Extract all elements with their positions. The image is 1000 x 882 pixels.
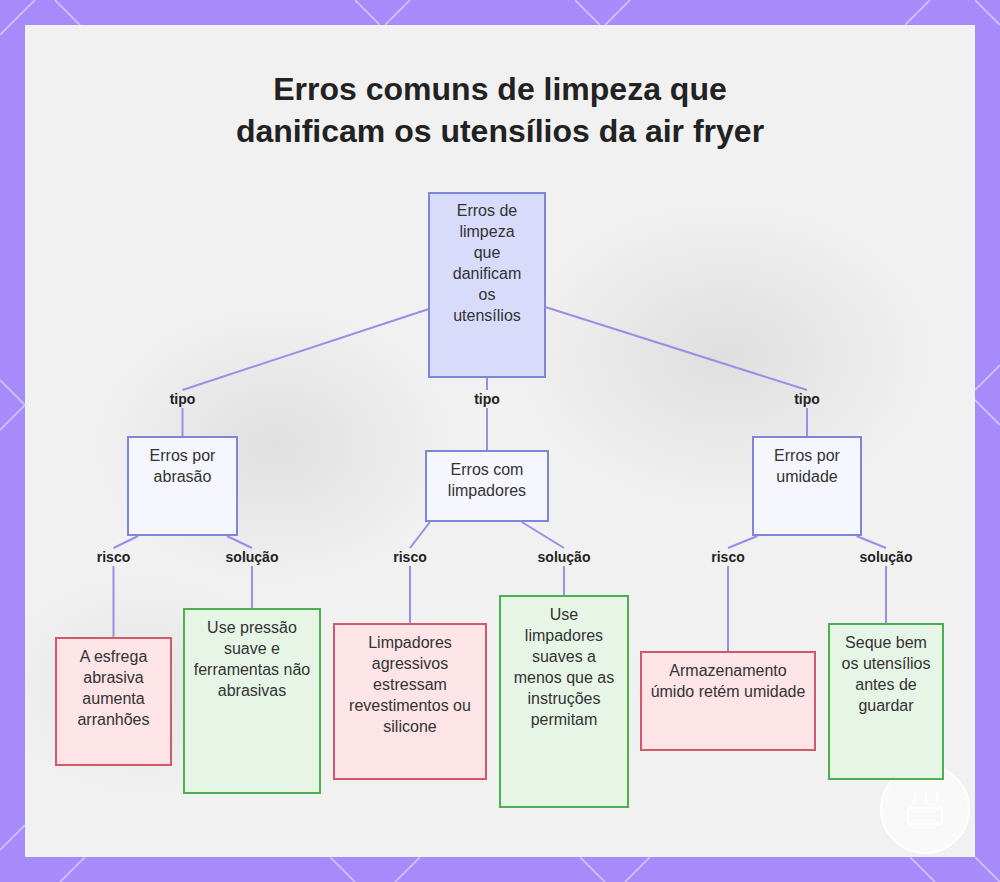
edge-label: tipo (794, 391, 820, 407)
connector-segment (728, 536, 758, 548)
edge-label: risco (97, 549, 130, 565)
connector-segment (409, 566, 411, 623)
connector-segment (857, 536, 887, 548)
risk-box: A esfrega abrasiva aumenta arranhões (55, 637, 172, 766)
category-box: Erros com limpadores (425, 450, 549, 522)
diagram-title: Erros comuns de limpeza que danificam os… (150, 68, 850, 152)
connector-segment (183, 309, 429, 390)
edge-label: tipo (170, 391, 196, 407)
edge-label: risco (393, 549, 426, 565)
connector-segment (182, 408, 184, 436)
connector-segment (727, 566, 729, 651)
node-text: Erros com limpadores (437, 459, 537, 501)
connector-segment (546, 307, 807, 390)
edge-label: risco (711, 549, 744, 565)
node-text: Seque bem os utensílios antes de guardar (838, 632, 934, 716)
connector-segment (251, 566, 253, 608)
connector-segment (885, 566, 887, 623)
connector (183, 309, 429, 436)
node-text: Erros por umidade (764, 445, 850, 487)
category-box: Erros por abrasão (127, 436, 238, 536)
connector-segment (114, 536, 139, 548)
connector-segment (563, 566, 565, 595)
connector-segment (486, 378, 488, 390)
category-box: Erros por umidade (752, 436, 862, 536)
connector (546, 307, 807, 436)
edge-label: tipo (474, 391, 500, 407)
connector-segment (806, 408, 808, 436)
connector-segment (113, 566, 115, 637)
connector (487, 378, 488, 450)
connector-segment (410, 522, 430, 548)
node-text: Use limpadores suaves a menos que as ins… (509, 604, 619, 730)
edge-label: solução (860, 549, 913, 565)
node-text: Erros por abrasão (139, 445, 226, 487)
solution-box: Use limpadores suaves a menos que as ins… (499, 595, 629, 808)
edge-label: solução (226, 549, 279, 565)
node-text: Erros de limpeza que danificam os utensí… (446, 200, 528, 326)
solution-box: Seque bem os utensílios antes de guardar (828, 623, 944, 780)
connector-segment (522, 522, 564, 548)
solution-box: Use pressão suave e ferramentas não abra… (183, 608, 321, 794)
edge-label: solução (538, 549, 591, 565)
risk-box: Armazenamento úmido retém umidade (640, 651, 816, 751)
connector (227, 536, 252, 608)
risk-box: Limpadores agressivos estressam revestim… (333, 623, 487, 780)
node-text: Limpadores agressivos estressam revestim… (343, 632, 477, 737)
node-text: Use pressão suave e ferramentas não abra… (193, 617, 311, 701)
connector-segment (486, 408, 488, 450)
root-box: Erros de limpeza que danificam os utensí… (428, 192, 546, 378)
node-text: Armazenamento úmido retém umidade (650, 660, 806, 702)
node-text: A esfrega abrasiva aumenta arranhões (65, 646, 162, 730)
connector-segment (227, 536, 252, 548)
connector (410, 522, 430, 623)
